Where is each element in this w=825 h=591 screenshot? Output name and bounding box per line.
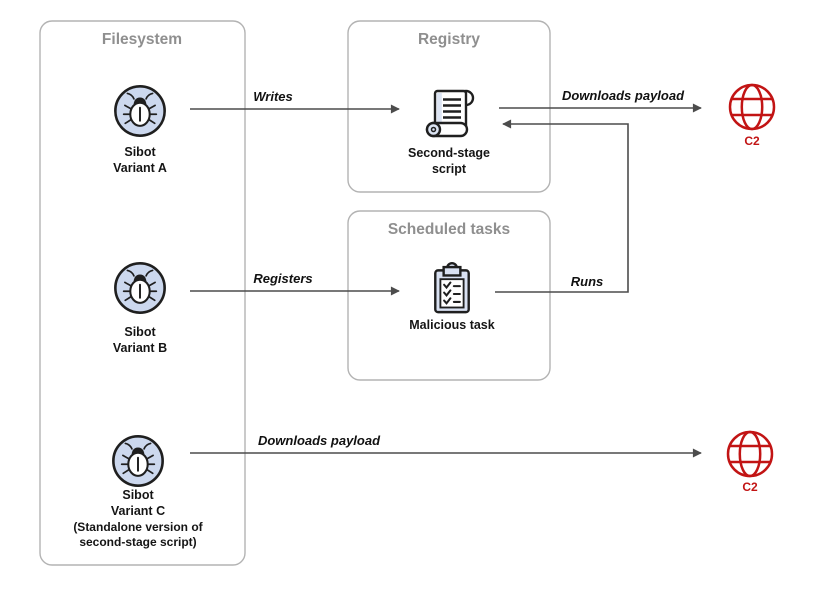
variant-c-label-line2: Variant C xyxy=(111,504,165,518)
scroll-icon xyxy=(425,89,475,138)
bug-icon xyxy=(112,435,164,487)
second-stage-script-label-line2: script xyxy=(432,162,467,176)
runs-arrow xyxy=(495,119,629,293)
edges: Writes Downloads payload Registers Runs … xyxy=(190,88,702,458)
variant-a-label-line1: Sibot xyxy=(124,145,156,159)
registers-arrow-label: Registers xyxy=(253,271,312,286)
c2-bottom-label: C2 xyxy=(742,480,758,494)
bug-icon xyxy=(114,85,166,137)
scheduled-tasks-box-title: Scheduled tasks xyxy=(388,221,510,238)
malicious-task-label: Malicious task xyxy=(409,318,494,332)
c2-top-label: C2 xyxy=(744,134,760,148)
node-malicious-task: Malicious task xyxy=(409,261,495,332)
globe-icon xyxy=(728,83,776,131)
clipboard-icon xyxy=(434,261,470,314)
globe-icon xyxy=(726,430,774,478)
filesystem-box-title: Filesystem xyxy=(102,31,182,48)
variant-c-label-line4: second-stage script) xyxy=(79,535,196,549)
variant-c-label-line3: (Standalone version of xyxy=(73,520,203,534)
writes-arrow-label: Writes xyxy=(253,89,293,104)
bug-icon xyxy=(114,262,166,314)
node-second-stage-script: Second-stage script xyxy=(408,89,490,176)
node-sibot-variant-b: Sibot Variant B xyxy=(113,262,167,355)
downloads-payload-bottom-label: Downloads payload xyxy=(258,433,381,448)
downloads-payload-top-label: Downloads payload xyxy=(562,88,685,103)
variant-a-label-line2: Variant A xyxy=(113,161,167,175)
node-sibot-variant-a: Sibot Variant A xyxy=(113,85,167,175)
node-c2-bottom: C2 xyxy=(726,430,774,494)
variant-c-label-line1: Sibot xyxy=(122,488,154,502)
second-stage-script-label-line1: Second-stage xyxy=(408,146,490,160)
registry-box-title: Registry xyxy=(418,31,480,48)
node-c2-top: C2 xyxy=(728,83,776,148)
runs-arrow-label: Runs xyxy=(571,274,604,289)
variant-b-label-line1: Sibot xyxy=(124,325,156,339)
variant-b-label-line2: Variant B xyxy=(113,341,167,355)
node-sibot-variant-c: Sibot Variant C (Standalone version of s… xyxy=(73,435,204,549)
